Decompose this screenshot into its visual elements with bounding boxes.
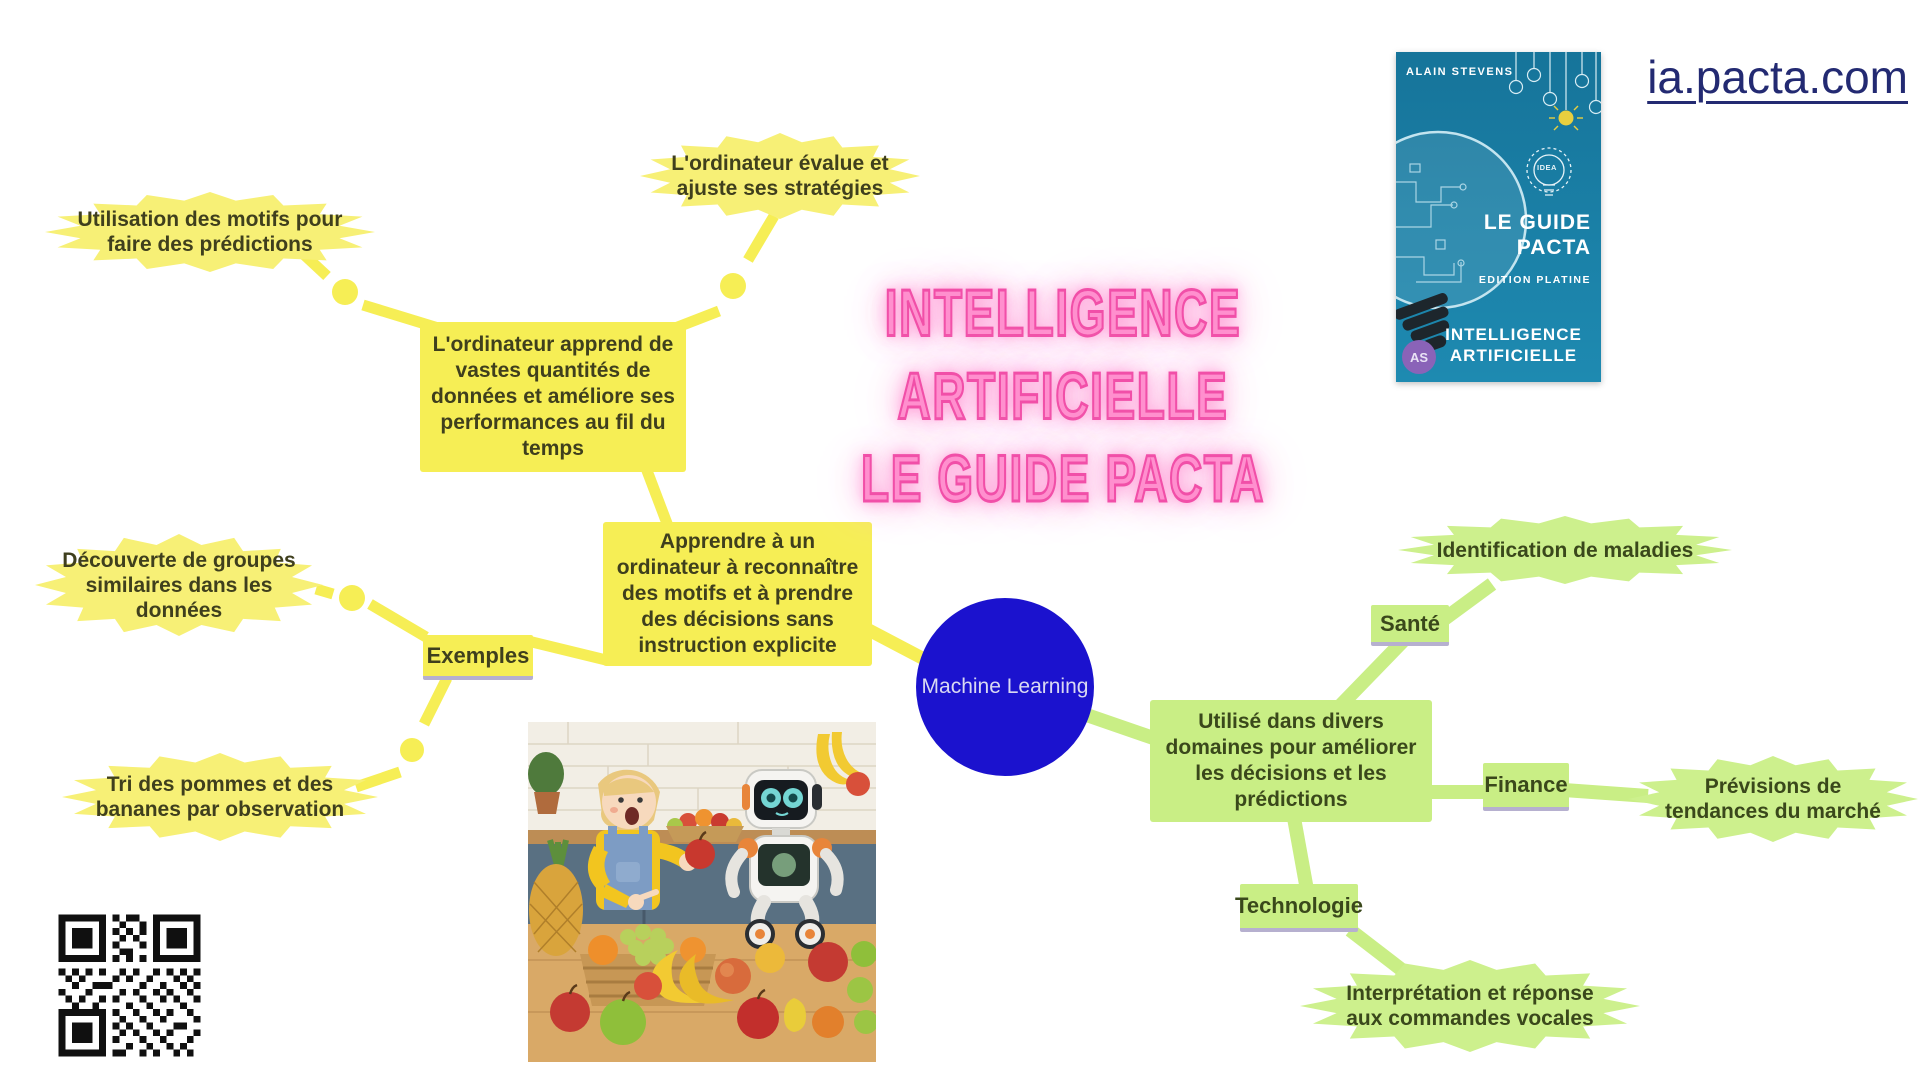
node-finance-item: Prévisions de tendances du marché	[1628, 756, 1918, 842]
book-author: ALAIN STEVENS	[1406, 66, 1514, 78]
child-robot-photo	[528, 722, 876, 1062]
idea-label: IDEA	[1537, 163, 1557, 172]
book-subject-line1: INTELLIGENCE	[1445, 325, 1582, 344]
node-tech-item-label: Interprétation et réponse aux commandes …	[1346, 982, 1594, 1030]
node-usage-label: Utilisé dans divers domaines pour amélio…	[1165, 710, 1417, 811]
node-clustering: Découverte de groupes similaires dans le…	[35, 534, 323, 636]
node-finance: Finance	[1483, 763, 1569, 811]
node-sorting-label: Tri des pommes et des bananes par observ…	[95, 773, 345, 821]
neon-title-line1: INTELLIGENCE ARTIFICIELLE	[884, 274, 1242, 434]
book-title: LE GUIDE PACTA	[1484, 210, 1591, 260]
node-finance-label: Finance	[1484, 772, 1568, 797]
robot-figure	[725, 769, 844, 949]
book-cover-art	[1396, 52, 1601, 352]
neon-title-line2: LE GUIDE PACTA	[860, 439, 1265, 516]
banana-bunch-icon	[816, 732, 864, 785]
site-link[interactable]: ia.pacta.com	[1647, 51, 1908, 103]
book-subject: INTELLIGENCE ARTIFICIELLE	[1432, 324, 1595, 366]
node-clustering-label: Découverte de groupes similaires dans le…	[62, 548, 296, 622]
lit-bulb-icon	[1549, 52, 1583, 131]
pear-icon	[784, 998, 806, 1032]
node-learning-label: L'ordinateur apprend de vastes quantités…	[431, 333, 675, 460]
pineapple-icon	[529, 839, 583, 956]
fruits-foreground	[550, 941, 876, 1045]
as-logo: AS	[1402, 340, 1436, 374]
book-cover: ALAIN STEVENS IDEA LE GUIDE PACTA EDITIO…	[1396, 52, 1601, 382]
node-finance-item-label: Prévisions de tendances du marché	[1665, 775, 1881, 823]
node-tech-item: Interprétation et réponse aux commandes …	[1300, 960, 1640, 1052]
node-exemples-label: Exemples	[426, 642, 530, 668]
apple-in-hand-icon	[685, 839, 715, 869]
node-prediction-label: Utilisation des motifs pour faire des pr…	[77, 208, 343, 256]
plant-icon	[528, 752, 564, 796]
node-learning: L'ordinateur apprend de vastes quantités…	[420, 322, 686, 472]
node-technologie-label: Technologie	[1235, 893, 1363, 918]
node-prediction: Utilisation des motifs pour faire des pr…	[45, 192, 375, 272]
node-technologie: Technologie	[1235, 884, 1363, 932]
book-edition: EDITION PLATINE	[1478, 274, 1591, 286]
neon-title: INTELLIGENCE ARTIFICIELLE LE GUIDE PACTA	[776, 272, 1350, 520]
node-definition: Apprendre à un ordinateur à reconnaître …	[603, 522, 872, 666]
idea-bulb-icon	[1526, 147, 1572, 196]
girl-figure	[587, 769, 715, 910]
banana-icon	[652, 950, 710, 1003]
node-machine-learning: Machine Learning	[916, 598, 1094, 776]
qr-code	[52, 908, 207, 1063]
book-subject-line2: ARTIFICIELLE	[1449, 346, 1578, 365]
node-definition-label: Apprendre à un ordinateur à reconnaître …	[616, 530, 859, 657]
node-usage: Utilisé dans divers domaines pour amélio…	[1150, 700, 1432, 822]
node-strategy-label: L'ordinateur évalue et ajuste ses straté…	[671, 152, 889, 200]
book-title-line1: LE GUIDE	[1483, 211, 1591, 234]
node-sante-label: Santé	[1380, 610, 1440, 636]
circuit-bulb-icon	[1396, 130, 1528, 352]
node-sorting: Tri des pommes et des bananes par observ…	[62, 753, 378, 841]
book-title-line2: PACTA	[1516, 236, 1591, 259]
node-health-item: Identification de maladies	[1398, 516, 1732, 584]
node-exemples: Exemples	[423, 635, 533, 680]
node-sante: Santé	[1371, 605, 1449, 646]
node-strategy: L'ordinateur évalue et ajuste ses straté…	[640, 133, 920, 219]
hanging-bulbs-icon	[1508, 52, 1601, 115]
node-machine-learning-label: Machine Learning	[921, 675, 1089, 698]
node-health-item-label: Identification de maladies	[1436, 538, 1694, 562]
